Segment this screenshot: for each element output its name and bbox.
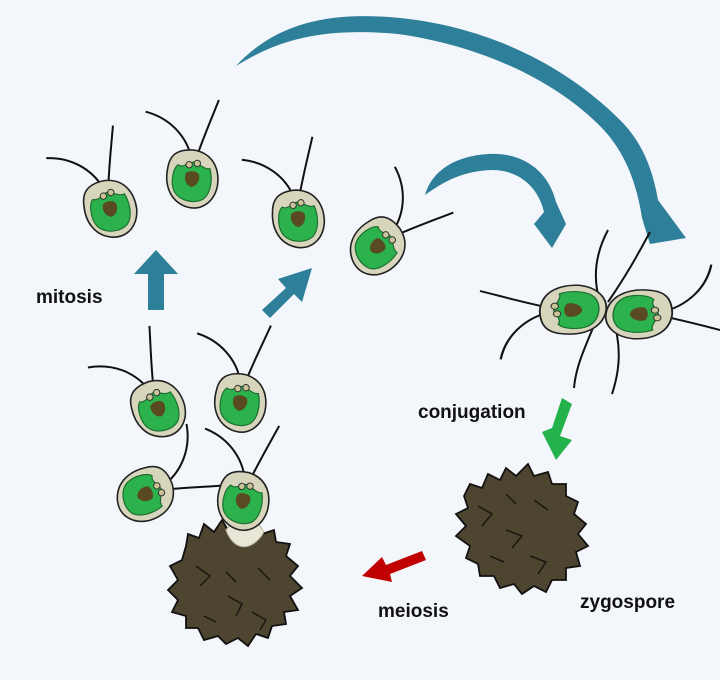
cell-middle-1 — [80, 322, 194, 455]
conjugation-arrow — [542, 398, 572, 460]
cell-middle-2 — [183, 314, 278, 437]
cell-top-3 — [239, 135, 328, 253]
label-mitosis: mitosis — [36, 287, 103, 308]
label-conjugation: conjugation — [418, 402, 526, 423]
conjugating-cells — [478, 229, 720, 395]
small-curved-arrow — [425, 153, 566, 248]
mitosis-diagonal-arrow — [262, 268, 312, 318]
cell-top-2 — [136, 92, 226, 211]
large-curved-arrow — [236, 16, 686, 244]
label-zygospore: zygospore — [580, 592, 675, 613]
cell-top-1 — [41, 123, 143, 249]
zygospore — [454, 462, 590, 596]
mitosis-up-arrow — [134, 250, 178, 310]
germinating-zygospore — [166, 518, 304, 648]
meiosis-arrow — [362, 551, 426, 582]
label-meiosis: meiosis — [378, 601, 449, 622]
